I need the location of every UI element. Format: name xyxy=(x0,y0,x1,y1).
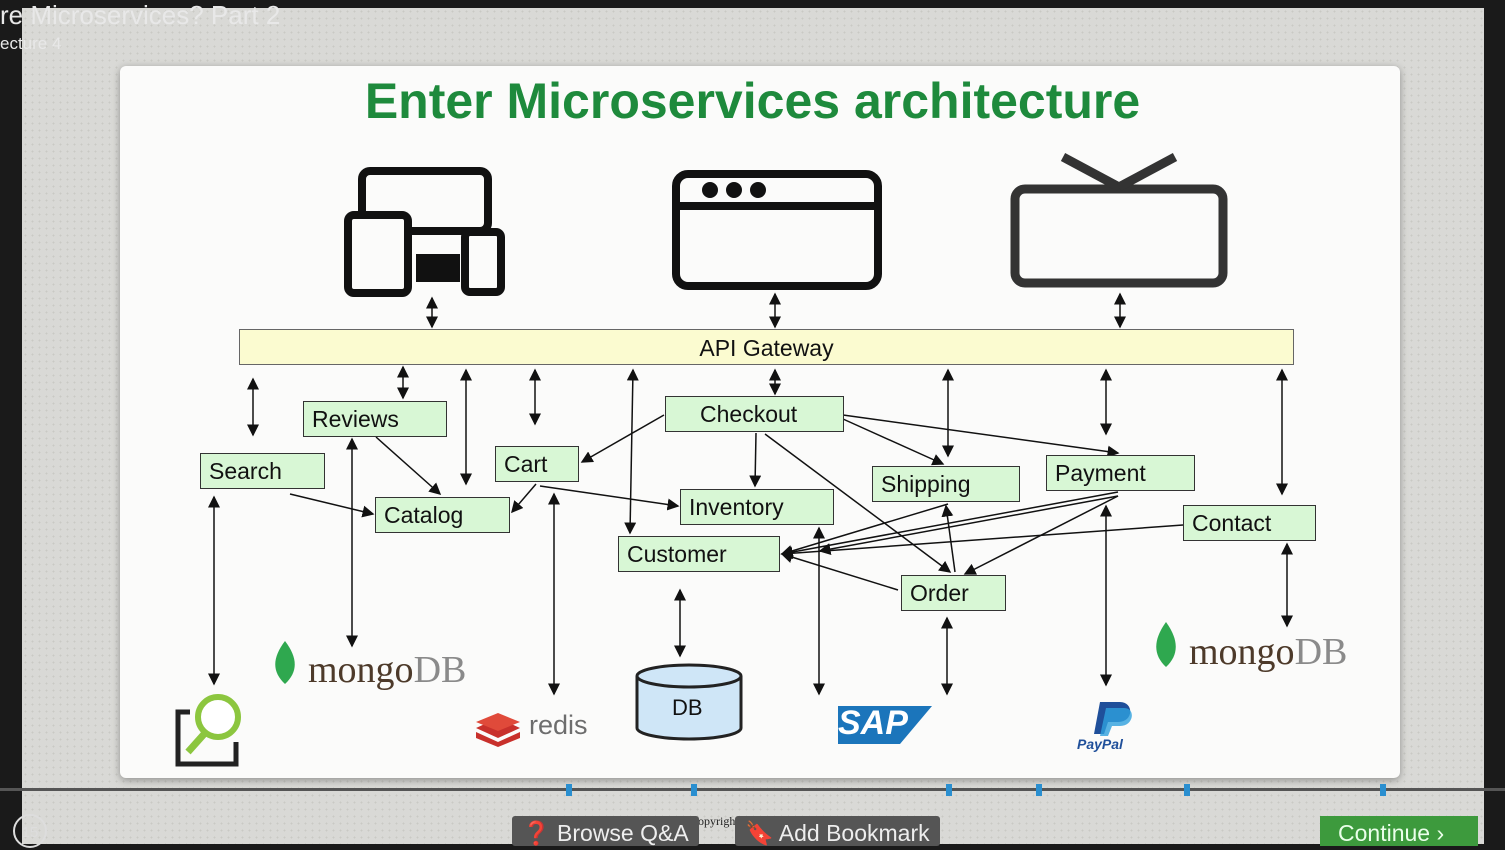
mongodb-db-text: DB xyxy=(1294,631,1348,673)
slide-heading: Enter Microservices architecture xyxy=(364,73,1141,129)
redis-logo-text: redis xyxy=(529,710,588,740)
paypal-logo-icon xyxy=(1094,702,1132,736)
paypal-logo-text: PayPal xyxy=(1077,736,1123,752)
redis-logo-icon xyxy=(476,713,520,747)
timeline-marker[interactable] xyxy=(1380,784,1386,796)
service-search: Search xyxy=(200,453,325,489)
mongodb-logo-right: mongoDB xyxy=(1189,630,1347,674)
add-bookmark-label: Add Bookmark xyxy=(778,820,930,846)
mongodb-text: mongo xyxy=(308,649,414,691)
service-cart: Cart xyxy=(495,446,579,482)
service-inventory: Inventory xyxy=(680,489,834,525)
lecture-subtitle: ecture 4 xyxy=(0,34,62,53)
browser-window-icon xyxy=(672,170,882,290)
service-payment: Payment xyxy=(1046,455,1195,491)
timeline-marker[interactable] xyxy=(691,784,697,796)
question-icon: ❓ xyxy=(522,820,558,846)
service-order: Order xyxy=(901,575,1006,611)
api-gateway: API Gateway xyxy=(239,329,1294,365)
timeline-marker[interactable] xyxy=(1184,784,1190,796)
mongodb-db-text: DB xyxy=(413,649,467,691)
add-bookmark-button[interactable]: 🔖 Add Bookmark xyxy=(735,816,940,846)
tv-icon xyxy=(1010,153,1228,288)
service-shipping: Shipping xyxy=(872,466,1020,502)
service-contact: Contact xyxy=(1183,505,1316,541)
search-engine-logo xyxy=(175,694,241,767)
continue-label: Continue xyxy=(1338,820,1431,846)
timeline-marker[interactable] xyxy=(1036,784,1042,796)
browse-qa-label: Browse Q&A xyxy=(557,820,689,846)
lecture-title: re Microservices? Part 2 xyxy=(0,0,281,30)
progress-timeline[interactable] xyxy=(0,788,1505,791)
replay-15s-button[interactable]: 15 xyxy=(13,814,47,848)
mongodb-leaf-icon xyxy=(1156,622,1176,667)
devices-icon xyxy=(344,167,505,297)
service-customer: Customer xyxy=(618,536,780,572)
database-icon xyxy=(635,663,743,741)
database-label: DB xyxy=(672,695,703,720)
browse-qa-button[interactable]: ❓ Browse Q&A xyxy=(512,816,699,846)
bookmark-icon: 🔖 xyxy=(745,820,779,846)
chevron-right-icon: › xyxy=(1430,820,1445,846)
service-checkout: Checkout xyxy=(665,396,844,432)
service-reviews: Reviews xyxy=(303,401,447,437)
sap-logo-icon xyxy=(838,706,932,744)
mongodb-logo-left: mongoDB xyxy=(308,648,466,692)
timeline-marker[interactable] xyxy=(946,784,952,796)
mongodb-text: mongo xyxy=(1189,631,1295,673)
mongodb-leaf-icon xyxy=(275,641,295,684)
service-catalog: Catalog xyxy=(375,497,510,533)
continue-button[interactable]: Continue › xyxy=(1320,816,1478,846)
sap-logo-text: SAP xyxy=(838,704,908,742)
timeline-marker[interactable] xyxy=(566,784,572,796)
